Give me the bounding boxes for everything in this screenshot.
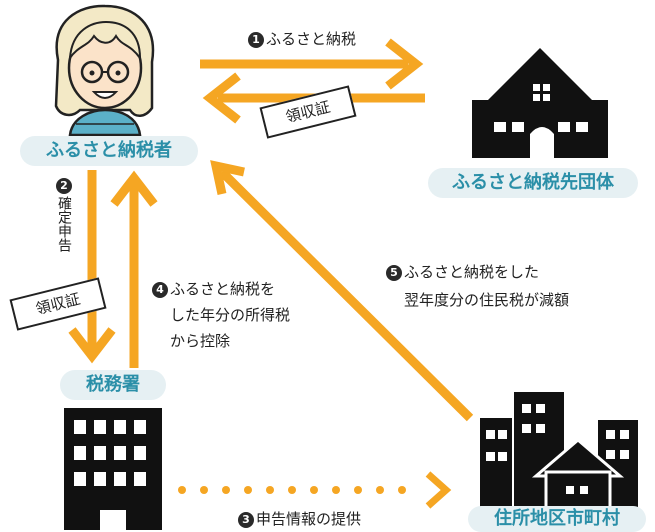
tax-office-building-icon xyxy=(64,408,162,530)
person-icon xyxy=(54,4,155,137)
residence-municipality-label: 住所地区市町村 xyxy=(468,506,646,532)
flow-2-number: 2 xyxy=(56,178,72,194)
flow-5-line1: ふるさと納税をした xyxy=(404,263,540,281)
arrow-resident-tax-reduction xyxy=(210,160,474,422)
arrow-donation xyxy=(200,38,424,90)
municipal-building-icon xyxy=(472,48,608,158)
flow-5-number: 5 xyxy=(386,265,402,281)
arrow-income-tax-deduction xyxy=(110,170,158,368)
flow-1-number: 1 xyxy=(248,32,264,48)
flow-4-line2: した年分の所得税 xyxy=(170,306,291,324)
flow-2-label: 2 確定申告 xyxy=(56,178,72,252)
flow-4-line1: ふるさと納税を xyxy=(170,280,276,298)
tax-office-label: 税務署 xyxy=(60,370,166,400)
flow-4-number: 4 xyxy=(152,282,168,298)
donor-label: ふるさと納税者 xyxy=(20,136,198,166)
arrow-info-provision xyxy=(178,471,452,509)
flow-5-line2: 翌年度分の住民税が減額 xyxy=(404,291,570,309)
flow-1-text: ふるさと納税 xyxy=(266,30,357,48)
recipient-municipality-label: ふるさと納税先団体 xyxy=(428,168,638,198)
flow-2-text: 確定申告 xyxy=(56,196,72,252)
flow-3-text: 申告情報の提供 xyxy=(256,510,362,528)
flow-4-line3: から控除 xyxy=(170,332,231,350)
arrow-tax-return xyxy=(68,170,116,364)
city-buildings-icon xyxy=(480,392,638,512)
flow-3-number: 3 xyxy=(238,512,254,528)
